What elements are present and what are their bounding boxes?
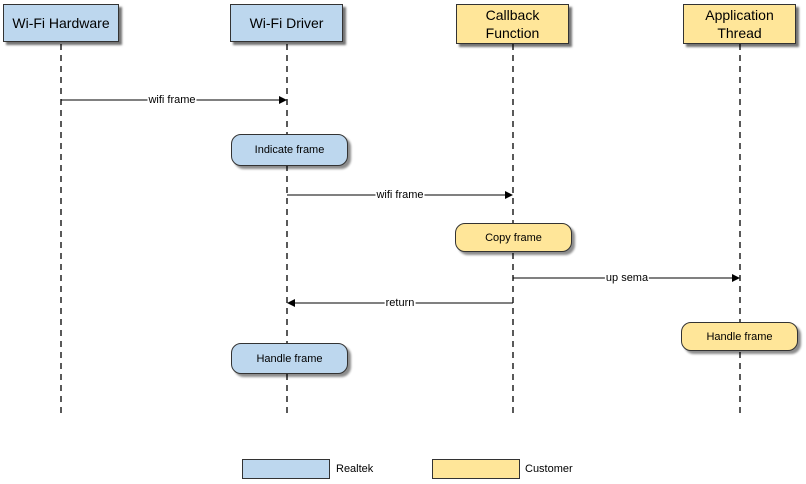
participant-wifi-hardware: Wi-Fi Hardware (3, 4, 119, 42)
action-label: Handle frame (706, 330, 773, 343)
legend-label-customer: Customer (525, 463, 573, 475)
message-label: wifi frame (147, 94, 197, 106)
participant-callback-function: Callback Function (456, 4, 569, 44)
participant-label: Wi-Fi Hardware (12, 15, 110, 31)
participant-wifi-driver: Wi-Fi Driver (230, 4, 343, 42)
action-handle-frame-app: Handle frame (681, 322, 798, 351)
participant-label: Wi-Fi Driver (249, 15, 324, 31)
action-label: Indicate frame (254, 144, 325, 156)
action-label: Handle frame (256, 352, 323, 365)
action-label: Copy frame (485, 231, 542, 244)
participant-application-thread: Application Thread (683, 4, 796, 44)
message-label: return (384, 297, 416, 309)
legend-swatch-customer (432, 459, 520, 479)
participant-label: Callback Function (485, 7, 540, 41)
action-handle-frame-driver: Handle frame (231, 343, 348, 374)
action-indicate-frame: Indicate frame (231, 134, 348, 166)
legend-swatch-realtek (242, 459, 330, 479)
message-label: wifi frame (375, 189, 425, 201)
participant-label: Application Thread (705, 7, 774, 41)
message-label: up sema (604, 272, 650, 284)
legend-label-realtek: Realtek (336, 463, 374, 475)
action-copy-frame: Copy frame (455, 223, 572, 252)
